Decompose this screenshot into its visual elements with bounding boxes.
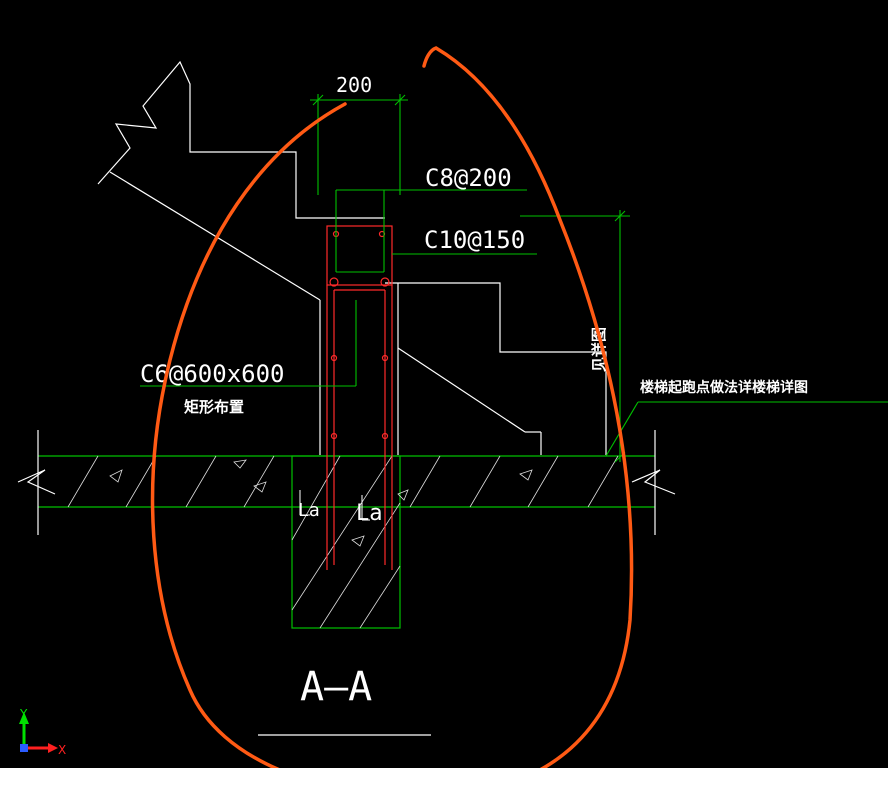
leader-lines bbox=[140, 94, 888, 463]
rebar-c10-label: C10@150 bbox=[424, 226, 525, 254]
stair-start-note: 楼梯起跑点做法详楼梯详图 bbox=[640, 379, 808, 396]
rebar-c6-label: C6@600x600 bbox=[140, 360, 285, 388]
rebar-c6-note: 矩形布置 bbox=[184, 398, 244, 416]
section-drawing: 200 C8@200 C10@150 C6@600x600 矩形布置 见详图 楼… bbox=[17, 46, 888, 768]
anchor-la-right: La bbox=[356, 501, 383, 526]
markup-circle bbox=[150, 46, 634, 768]
ucs-y-label: Y bbox=[19, 707, 28, 721]
ucs-icon: Y X bbox=[19, 707, 66, 757]
dimension-200-label: 200 bbox=[336, 73, 372, 97]
column-rebar bbox=[326, 225, 393, 570]
break-lines bbox=[17, 430, 676, 535]
rebar-c8-label: C8@200 bbox=[425, 164, 512, 192]
cad-viewport[interactable]: 200 C8@200 C10@150 C6@600x600 矩形布置 见详图 楼… bbox=[0, 0, 888, 768]
anchor-length-marks bbox=[299, 490, 370, 521]
height-dimension-label: 见详图 bbox=[590, 327, 608, 372]
ucs-x-label: X bbox=[58, 743, 66, 757]
floor-slab bbox=[38, 455, 655, 629]
anchor-la-left: La bbox=[298, 500, 320, 521]
section-title: A—A bbox=[300, 664, 372, 710]
stair-outline bbox=[97, 60, 607, 455]
